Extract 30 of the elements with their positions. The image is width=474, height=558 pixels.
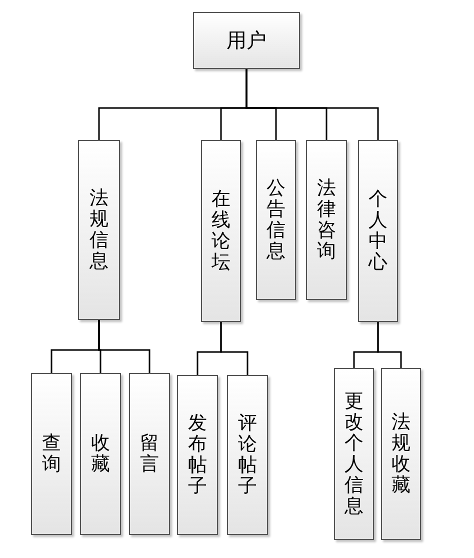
hierarchy-box (80, 373, 121, 535)
connector-line (246, 69, 379, 140)
hierarchy-box (306, 140, 347, 300)
box-label: 个人中心 (368, 189, 388, 273)
hierarchy-box (193, 12, 300, 69)
box-label: 发布帖子 (188, 413, 207, 497)
hierarchy-box (358, 140, 398, 322)
connector-line (377, 322, 402, 368)
hierarchy-box (31, 373, 72, 535)
hierarchy-box (334, 368, 374, 540)
box-label: 公告信息 (266, 178, 286, 262)
box-label: 在线论坛 (212, 189, 230, 273)
box-label: 评论帖子 (238, 413, 257, 497)
hierarchy-box (78, 140, 120, 320)
hierarchy-box (177, 375, 218, 535)
hierarchy-box (256, 140, 296, 300)
box-label: 用户 (226, 27, 266, 54)
box-label: 留言 (140, 433, 159, 475)
box-label: 收藏 (91, 433, 110, 475)
hierarchy-box (227, 375, 268, 535)
hierarchy-box (381, 368, 421, 540)
box-label: 查询 (42, 433, 61, 475)
connector-line (98, 320, 150, 373)
box-label: 法律咨询 (317, 178, 336, 262)
connector-line (220, 322, 248, 375)
box-label: 法规收藏 (392, 412, 410, 496)
box-label: 法规信息 (90, 188, 108, 272)
box-label: 更改个人信息 (344, 391, 364, 517)
hierarchy-box (129, 373, 170, 535)
hierarchy-box (201, 140, 241, 322)
